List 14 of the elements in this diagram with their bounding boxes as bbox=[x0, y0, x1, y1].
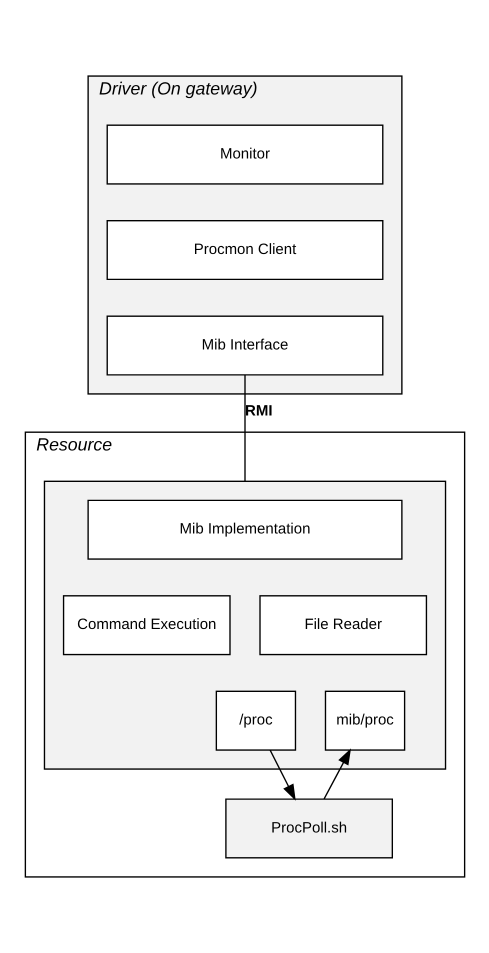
cluster bbox=[43, 480, 446, 770]
arrow bbox=[323, 748, 351, 800]
node-box: ProcPoll.sh bbox=[224, 798, 393, 858]
node-box: Monitor bbox=[106, 124, 383, 185]
arrow bbox=[269, 750, 296, 801]
node-box: Procmon Client bbox=[106, 220, 383, 280]
node-box: Mib Interface bbox=[106, 316, 383, 376]
node-box: Mib Implementation bbox=[86, 500, 402, 560]
node-box: mib/proc bbox=[324, 690, 405, 751]
node-box: /proc bbox=[215, 690, 296, 751]
connector bbox=[244, 375, 246, 482]
edge-label: RMI bbox=[244, 402, 272, 420]
node-box: Command Execution bbox=[62, 595, 230, 656]
node-box: File Reader bbox=[258, 595, 427, 656]
